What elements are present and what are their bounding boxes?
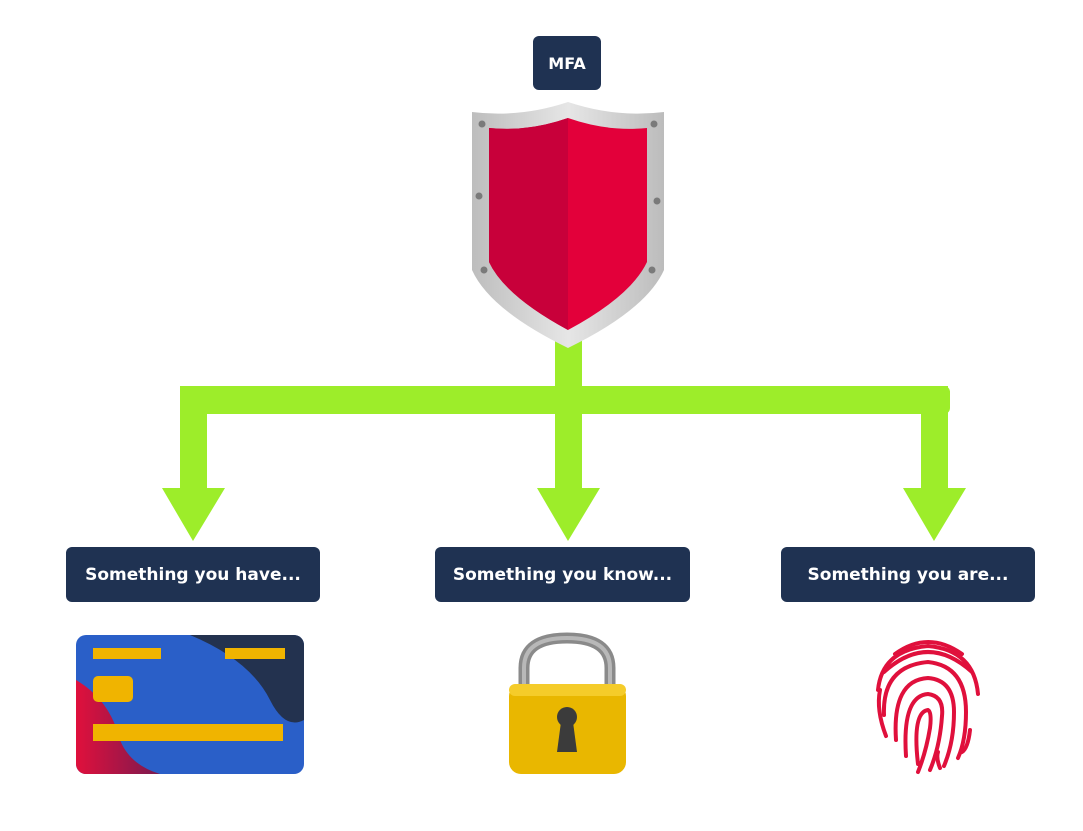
branch-middle	[555, 386, 582, 491]
arrowhead-right	[903, 488, 966, 541]
arrowhead-middle	[537, 488, 600, 541]
branch-left	[180, 386, 207, 491]
arrowhead-left	[162, 488, 225, 541]
factor-label-have: Something you have...	[66, 547, 320, 602]
factor-label-know: Something you know...	[435, 547, 690, 602]
mfa-title: MFA	[533, 36, 601, 90]
factor-label-are: Something you are...	[781, 547, 1035, 602]
branch-right	[921, 386, 948, 491]
